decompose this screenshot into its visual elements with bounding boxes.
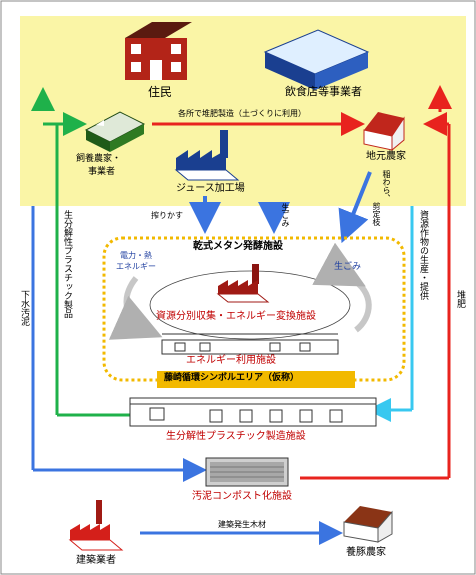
livestock-farm-barn-icon [84,111,146,152]
resource-crops-label: 資源作物の生産・提供 [418,210,428,300]
juice-factory-icon [174,130,240,181]
compost-label: 堆肥 [455,290,465,308]
plastic-plant-building-icon [129,397,377,427]
area-label-box [157,371,355,388]
energy-label: エネルギー [116,262,156,271]
sewage-sludge-label: 下水汚泥 [19,290,29,326]
plastic-plant-label: 生分解性プラスチック製造施設 [166,431,306,442]
construction-company-label: 建築業者 [76,555,116,566]
methane-facility-label: 乾式メタン発酵施設 [193,241,283,252]
pig-farm-house-icon [343,506,393,543]
juice-factory-label: ジュース加工場 [176,183,245,194]
pruned-branches-label: 剪定枝 [372,202,381,226]
energy-use-facility-icon [161,333,339,355]
energy-conversion-factory-icon [216,264,270,303]
community-band [20,16,466,206]
construction-wood-label: 建築発生木材 [218,520,266,529]
restaurant-label: 飲食店等事業者 [285,85,362,98]
food-waste-vertical-label: 生ごみ [281,203,290,227]
symbol-area-label: 藤崎循環シンボルエリア（仮称） [164,373,300,383]
resident-house-icon [125,22,192,80]
livestock-farm-label-2: 事業者 [88,167,116,177]
energy-use-facility-label: エネルギー利用施設 [186,355,276,366]
compost-production-label: 各所で堆肥製造（土づくりに利用） [178,109,306,118]
resident-label: 住民 [148,85,173,99]
pomace-label: 搾りかす [151,211,183,220]
local-farmer-label: 地元農家 [366,151,406,162]
construction-company-factory-icon [68,500,124,551]
food-waste-label: 生ごみ [334,262,362,272]
sorting-conversion-facility-label: 資源分別収集・エネルギー変換施設 [156,311,316,322]
compost-facility-label: 汚泥コンポスト化施設 [192,491,292,502]
local-farmer-house-icon [363,112,405,152]
bio-plastic-products-label: 生分解性プラスチック製品 [62,210,72,318]
compost-facility-icon [205,457,289,487]
rice-straw-label: 稲わら、 [382,170,391,202]
pig-farm-label: 養豚農家 [346,547,386,558]
restaurant-building-icon [263,29,370,90]
power-heat-label: 電力・熱 [120,251,152,260]
livestock-farm-label: 飼養農家・ [76,154,122,164]
